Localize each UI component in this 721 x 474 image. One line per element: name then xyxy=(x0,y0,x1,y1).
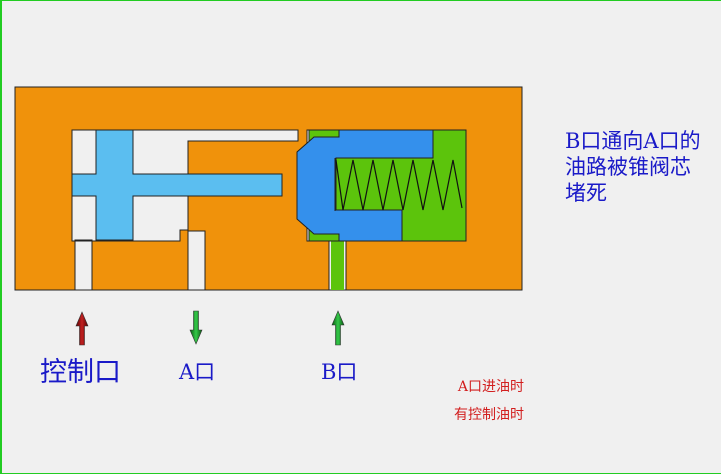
b-port-passage xyxy=(331,238,344,290)
return-spring xyxy=(335,159,463,211)
description-line: B口通向A口的 xyxy=(565,129,701,153)
control-piston xyxy=(71,129,283,241)
state-description: B口通向A口的 油路被锥阀芯 堵死 xyxy=(565,128,715,206)
port-a-label: A口 xyxy=(179,360,216,384)
control-port-label: 控制口 xyxy=(40,357,121,388)
port-b-label: B口 xyxy=(321,360,358,384)
condition-line: 有控制油时 xyxy=(454,407,524,423)
port-b-arrow-icon xyxy=(331,310,345,346)
description-line: 油路被锥阀芯 xyxy=(565,155,691,179)
description-line: 堵死 xyxy=(565,181,607,205)
condition-line: A口进油时 xyxy=(457,379,524,395)
control-port-arrow-icon xyxy=(75,311,89,346)
port-a-arrow-icon xyxy=(189,310,203,345)
cone-spool xyxy=(296,129,434,242)
